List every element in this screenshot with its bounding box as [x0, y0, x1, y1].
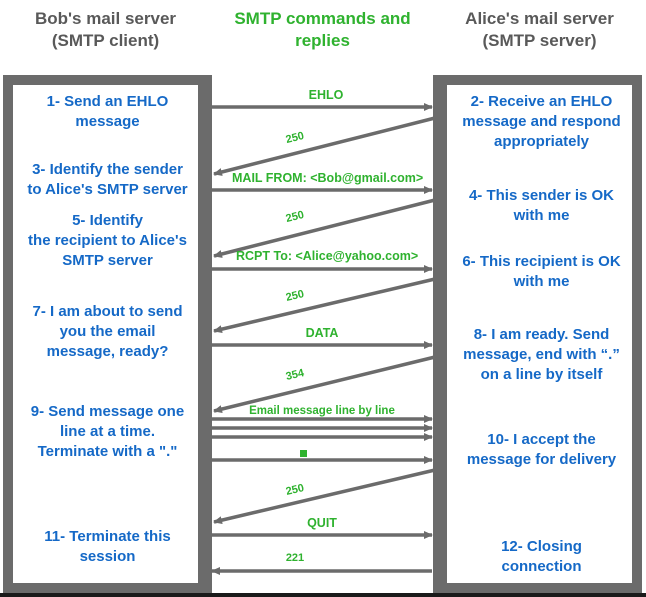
arrow-reply-250-mail: [213, 198, 436, 258]
label-mail-from: MAIL FROM: <Bob@gmail.com>: [232, 171, 424, 185]
label-body-line-1: Email message line by line: [249, 405, 395, 417]
label-quit: QUIT: [307, 516, 337, 530]
arrow-reply-250-ehlo: [213, 116, 436, 176]
protocol-exchange-panel: [208, 75, 437, 593]
arrow-reply-250-rcpt: [213, 277, 436, 334]
server-panel: [437, 75, 642, 593]
label-data: DATA: [305, 326, 339, 340]
server-panel-inner: [447, 85, 632, 583]
column-heading-client: Bob's mail server(SMTP client): [34, 9, 177, 51]
column-heading-server: Alice's mail server(SMTP server): [465, 9, 614, 51]
label-ehlo: EHLO: [308, 88, 344, 102]
arrow-reply-250-body: [213, 468, 436, 525]
arrow-reply-354: [213, 355, 436, 413]
client-panel: [3, 75, 208, 593]
label-reply-221: 221: [285, 552, 305, 564]
label-rcpt-to: RCPT To: <Alice@yahoo.com>: [236, 249, 419, 263]
bottom-border-strip: [0, 593, 646, 597]
client-panel-inner: [13, 85, 198, 583]
message-terminator-dot-icon: [300, 450, 307, 457]
